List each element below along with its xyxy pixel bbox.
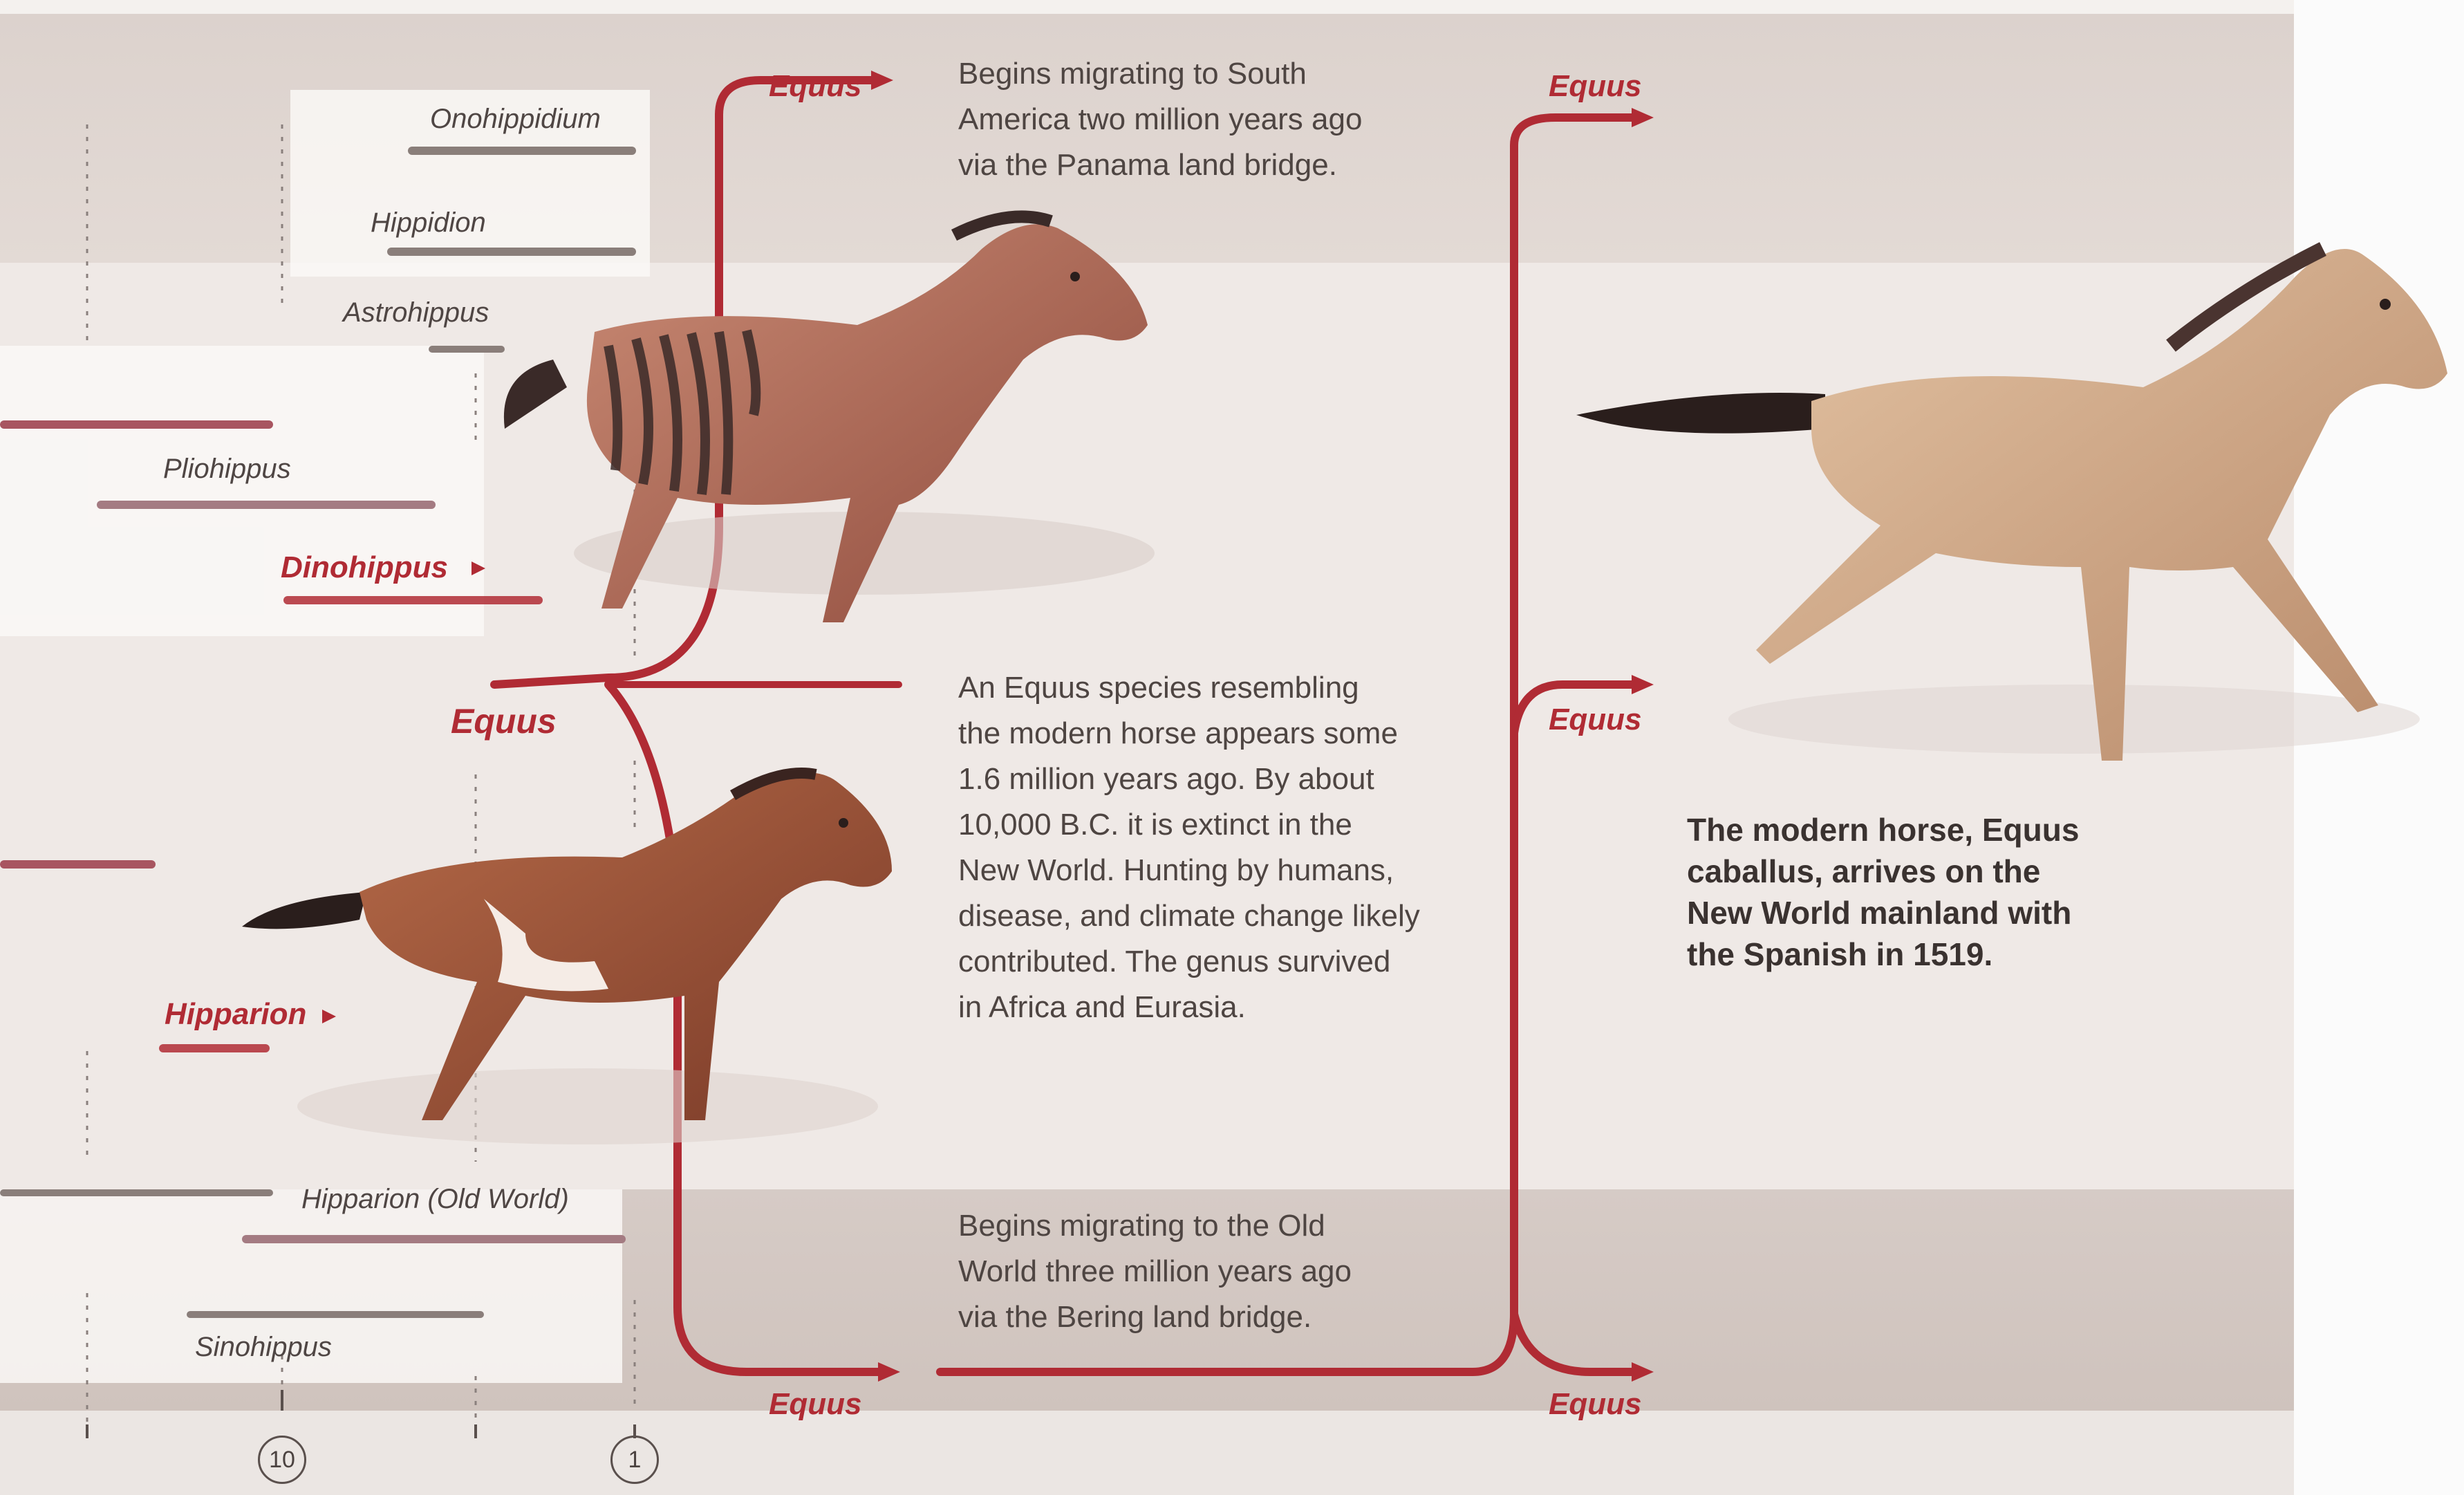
sinohippus-bar: [187, 1311, 484, 1318]
astrohippus-bar: [429, 346, 505, 353]
pliohippus-upper-bar: [0, 420, 273, 429]
hipparion-horse-illustration: [242, 772, 892, 1144]
south-america-note: Begins migrating to South America two mi…: [958, 51, 1362, 188]
axis-tick-marks: [87, 1390, 635, 1438]
dinohippus-label: Dinohippus: [281, 550, 448, 585]
dinohippus-marker: [472, 561, 485, 575]
equus-label-origin: Equus: [451, 701, 557, 741]
axis-tick-10: 10: [258, 1436, 306, 1484]
hipparion-bar: [159, 1044, 270, 1052]
extinction-note: An Equus species resembling the modern h…: [958, 665, 1420, 1030]
striped-equus-horse-illustration: [504, 216, 1155, 622]
old-world-note: Begins migrating to the Old World three …: [958, 1203, 1352, 1340]
hippidion-bar: [387, 248, 636, 256]
dinohippus-bar: [283, 596, 543, 604]
pliohippus-bar: [97, 501, 436, 509]
modern-horse-illustration: [1576, 249, 2447, 761]
middle-left-bar: [0, 860, 156, 869]
arrow-old-world-right: [1632, 1362, 1654, 1382]
equus-label-bottom-right: Equus: [1549, 1387, 1641, 1422]
axis-tick-1: 1: [610, 1436, 659, 1484]
hipparion-old-world-label: Hipparion (Old World): [301, 1184, 569, 1215]
arrow-modern-horse: [1632, 675, 1654, 694]
hippidion-label: Hippidion: [371, 207, 486, 239]
hipparion-label: Hipparion: [165, 997, 306, 1032]
pliohippus-label: Pliohippus: [163, 454, 291, 485]
lower-left-bar: [0, 1189, 273, 1196]
modern-horse-caption: The modern horse, Equus caballus, arrive…: [1687, 809, 2079, 975]
hipparion-marker: [322, 1010, 336, 1023]
equus-label-modern: Equus: [1549, 703, 1641, 737]
sinohippus-label: Sinohippus: [195, 1332, 332, 1363]
equus-label-bottom-left: Equus: [769, 1387, 861, 1422]
arrow-south-america-left: [871, 71, 893, 90]
arrow-old-world-left: [878, 1362, 900, 1382]
arrow-south-america-right: [1632, 108, 1654, 127]
onohippidium-bar: [408, 147, 636, 155]
equus-label-top-right: Equus: [1549, 69, 1641, 104]
astrohippus-label: Astrohippus: [343, 297, 489, 328]
hipparion-old-world-bar: [242, 1235, 626, 1243]
onohippidium-label: Onohippidium: [430, 104, 601, 135]
equus-label-top-left: Equus: [769, 69, 861, 104]
